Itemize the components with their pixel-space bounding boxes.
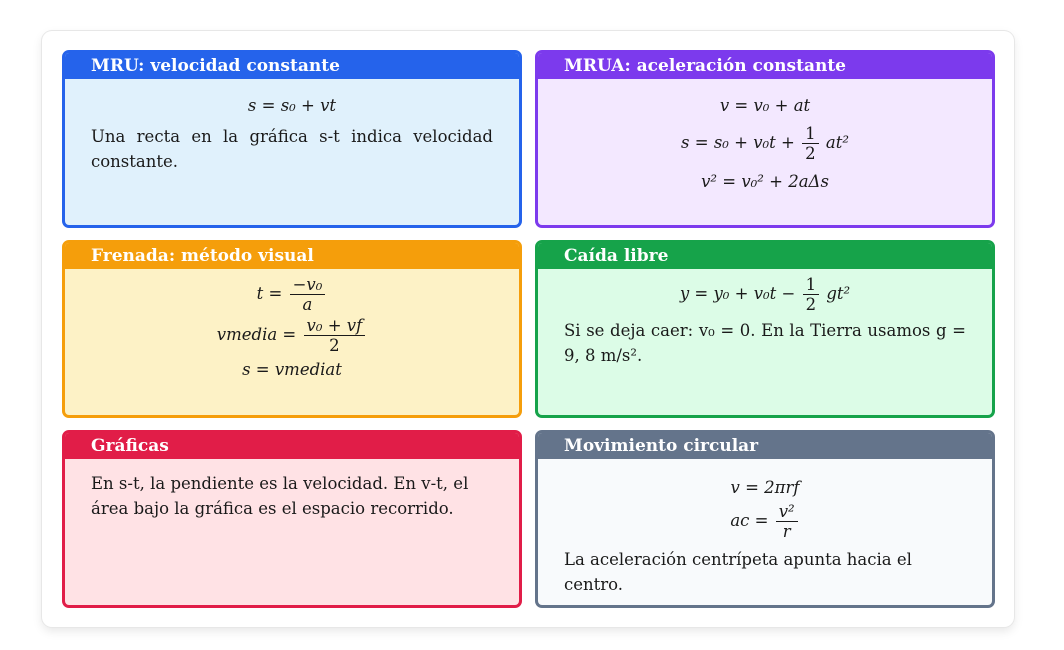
fraction-numerator: −v₀: [289, 275, 326, 295]
card-body: y = y₀ + v₀t − 1 2 gt² Si se deja caer: …: [538, 269, 992, 368]
card-body: v = v₀ + at s = s₀ + v₀t + 1 2 at² v² = …: [538, 79, 992, 194]
fraction-denominator: r: [782, 522, 791, 541]
equation: s = s₀ + vt: [247, 96, 337, 115]
fraction-denominator: a: [302, 295, 313, 314]
equation-rhs: at²: [825, 133, 849, 152]
card-title: Gráficas: [65, 433, 519, 459]
equation-rhs: gt²: [826, 284, 851, 303]
equation: y = y₀ + v₀t − 1 2 gt²: [564, 275, 966, 314]
equation-lhs: ac =: [730, 511, 769, 530]
equation: vmedia = v₀ + vf 2: [91, 316, 493, 355]
fraction-denominator: 2: [805, 144, 816, 163]
card-title: MRU: velocidad constante: [65, 53, 519, 79]
equation-lhs: vmedia =: [216, 325, 297, 344]
card-body: v = 2πrf ac = v² r La aceleración centrí…: [538, 459, 992, 597]
card-grid: MRU: velocidad constante s = s₀ + vt Una…: [62, 50, 995, 608]
fraction-numerator: 1: [802, 124, 819, 144]
card-text: La aceleración centrípeta apunta hacia e…: [564, 550, 912, 594]
fraction-numerator: v₀ + vf: [303, 316, 366, 336]
card-body: t = −v₀ a vmedia = v₀ + vf 2 s = vmediat: [65, 269, 519, 382]
fraction: v₀ + vf 2: [303, 316, 366, 355]
equation: t = −v₀ a: [91, 275, 493, 314]
equation: v = v₀ + at: [719, 96, 811, 115]
equation: ac = v² r: [564, 502, 966, 541]
fraction: 1 2: [802, 124, 819, 163]
equation-lhs: s = s₀ + v₀t +: [681, 133, 795, 152]
card-caida-libre: Caída libre y = y₀ + v₀t − 1 2 gt² Si se…: [535, 240, 995, 418]
equation: v² = v₀² + 2aΔs: [701, 172, 829, 191]
equation: s = s₀ + v₀t + 1 2 at²: [564, 124, 966, 163]
card-title: MRUA: aceleración constante: [538, 53, 992, 79]
card-text: Una recta en la gráfica s-t indica veloc…: [91, 127, 493, 171]
equation-lhs: t =: [256, 284, 283, 303]
card-body: En s-t, la pendiente es la velocidad. En…: [65, 459, 519, 521]
fraction: −v₀ a: [289, 275, 326, 314]
card-text: Si se deja caer: v₀ = 0. En la Tierra us…: [564, 321, 966, 365]
formula-sheet: MRU: velocidad constante s = s₀ + vt Una…: [42, 31, 1014, 627]
fraction-numerator: 1: [802, 275, 820, 295]
card-text: En s-t, la pendiente es la velocidad. En…: [91, 474, 469, 518]
equation: v = 2πrf: [730, 478, 800, 497]
card-title: Frenada: método visual: [65, 243, 519, 269]
card-title: Caída libre: [538, 243, 992, 269]
equation-lhs: y = y₀ + v₀t −: [679, 284, 796, 303]
card-body: s = s₀ + vt Una recta en la gráfica s-t …: [65, 79, 519, 174]
fraction-denominator: 2: [329, 336, 340, 355]
fraction: v² r: [775, 502, 798, 541]
fraction: 1 2: [802, 275, 820, 314]
card-frenada: Frenada: método visual t = −v₀ a vmedia …: [62, 240, 522, 418]
fraction-numerator: v²: [775, 502, 798, 522]
card-title: Movimiento circular: [538, 433, 992, 459]
card-mru: MRU: velocidad constante s = s₀ + vt Una…: [62, 50, 522, 228]
equation: s = vmediat: [242, 360, 342, 379]
card-mrua: MRUA: aceleración constante v = v₀ + at …: [535, 50, 995, 228]
card-movimiento-circular: Movimiento circular v = 2πrf ac = v² r L…: [535, 430, 995, 608]
card-graficas: Gráficas En s-t, la pendiente es la velo…: [62, 430, 522, 608]
fraction-denominator: 2: [805, 295, 817, 314]
